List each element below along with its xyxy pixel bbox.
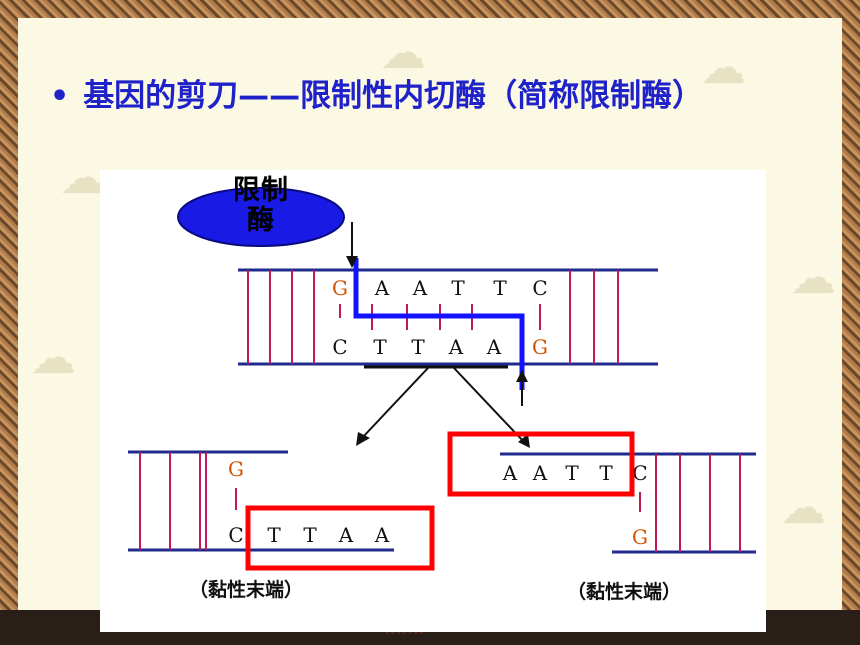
cloud-pattern-icon: ☁ — [60, 150, 106, 204]
bottom-base: T — [373, 335, 387, 359]
split-arrow-right — [453, 367, 525, 443]
arrow-head-icon — [356, 432, 370, 446]
bottom-base: A — [486, 335, 502, 359]
bottom-base-g: G — [532, 335, 548, 359]
top-base: C — [532, 276, 547, 300]
left-fragment-base: T — [303, 523, 317, 547]
top-base: T — [493, 276, 507, 300]
bottom-base: T — [411, 335, 425, 359]
cloud-pattern-icon: ☁ — [780, 480, 826, 534]
right-fragment-base: C — [632, 461, 647, 485]
diagram-svg: G A A T T C C T T A A G G C — [128, 222, 756, 603]
left-fragment-top-base: G — [228, 457, 244, 481]
arrow-head-icon — [518, 434, 530, 448]
cloud-pattern-icon: ☁ — [380, 25, 426, 79]
cut-line — [353, 258, 525, 390]
right-sticky-end-highlight — [447, 431, 635, 497]
right-fragment-base: T — [565, 461, 579, 485]
bottom-base: A — [448, 335, 464, 359]
restriction-enzyme-diagram: G A A T T C C T T A A G G C — [100, 170, 766, 632]
top-base: A — [412, 276, 428, 300]
title-text: 基因的剪刀——限制性内切酶（简称限制酶） — [83, 78, 704, 114]
arrow-head-icon — [346, 256, 358, 268]
right-fragment-bottom-base: G — [632, 525, 648, 549]
left-sticky-end-highlight — [245, 505, 435, 571]
top-base: T — [451, 276, 465, 300]
right-fragment-caption: （黏性末端） — [567, 580, 681, 603]
cloud-pattern-icon: ☁ — [790, 250, 836, 304]
enzyme-label: 限制 酶 — [178, 175, 344, 236]
left-fragment-base: A — [338, 523, 354, 547]
arrow-head-icon — [516, 370, 528, 382]
enzyme-ellipse-shape — [177, 187, 345, 247]
top-base-g: G — [332, 276, 348, 300]
cloud-pattern-icon: ☁ — [30, 330, 76, 384]
left-fragment-caption: （黏性末端） — [189, 578, 303, 601]
title-bullet: • — [50, 79, 70, 114]
left-fragment-base: A — [374, 523, 390, 547]
right-fragment-base: A — [532, 461, 548, 485]
right-fragment-base: T — [599, 461, 613, 485]
left-fragment-base: T — [267, 523, 281, 547]
left-fragment-base: C — [228, 523, 243, 547]
cloud-pattern-icon: ☁ — [700, 40, 746, 94]
bottom-base: C — [332, 335, 347, 359]
slide-title: • 基因的剪刀——限制性内切酶（简称限制酶） — [50, 70, 703, 120]
top-base: A — [374, 276, 390, 300]
enzyme-label-line1: 限制 — [233, 175, 289, 206]
enzyme-ellipse — [177, 187, 345, 247]
split-arrow-left — [361, 367, 429, 439]
enzyme-label-line2: 酶 — [247, 205, 275, 236]
right-fragment-base: A — [502, 461, 518, 485]
